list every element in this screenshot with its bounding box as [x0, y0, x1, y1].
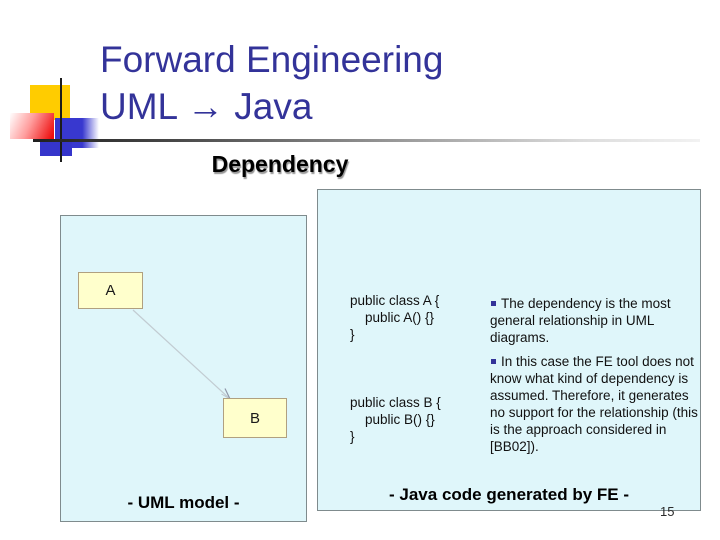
logo-blue-small-square — [40, 142, 72, 156]
code-b-line1: public class B { — [350, 395, 441, 410]
class-a-label: A — [105, 282, 116, 299]
code-class-b: public class B { public B() {} } — [350, 394, 441, 445]
logo-red-square — [10, 113, 54, 139]
note-text-2: In this case the FE tool does not know w… — [490, 354, 702, 454]
logo-vertical-line — [60, 78, 62, 162]
code-b-line2: public B() {} — [365, 412, 435, 427]
note-text-1: The dependency is the most general relat… — [490, 296, 675, 345]
note-item-1: The dependency is the most general relat… — [490, 295, 698, 346]
title-underline — [33, 139, 700, 142]
code-class-a: public class A { public A() {} } — [350, 292, 439, 343]
note-item-2: In this case the FE tool does not know w… — [490, 353, 698, 455]
uml-model-panel: A B - UML model - — [60, 215, 307, 522]
page-number: 15 — [660, 504, 675, 519]
bullet-square-icon — [491, 358, 496, 364]
code-a-line1: public class A { — [350, 293, 440, 308]
code-a-line3: } — [350, 327, 355, 342]
notes-column: The dependency is the most general relat… — [490, 295, 698, 462]
code-a-line2: public A() {} — [365, 310, 435, 325]
slide-title: Forward Engineering UML → Java — [100, 36, 443, 130]
section-heading: Dependency — [211, 151, 349, 177]
class-box-a: A — [78, 272, 143, 309]
class-b-label: B — [249, 409, 260, 427]
slide-title-line1: Forward Engineering — [100, 39, 444, 80]
java-code-panel: public class A { public A() {} } public … — [317, 189, 701, 511]
dependency-arrow — [132, 309, 231, 400]
code-b-line3: } — [350, 429, 355, 444]
bullet-square-icon — [491, 300, 496, 306]
uml-panel-caption: - UML model - — [127, 493, 240, 512]
java-panel-caption: - Java code generated by FE - — [389, 485, 629, 504]
class-box-b: B — [223, 398, 287, 438]
slide-title-line2: UML → Java — [100, 86, 313, 127]
